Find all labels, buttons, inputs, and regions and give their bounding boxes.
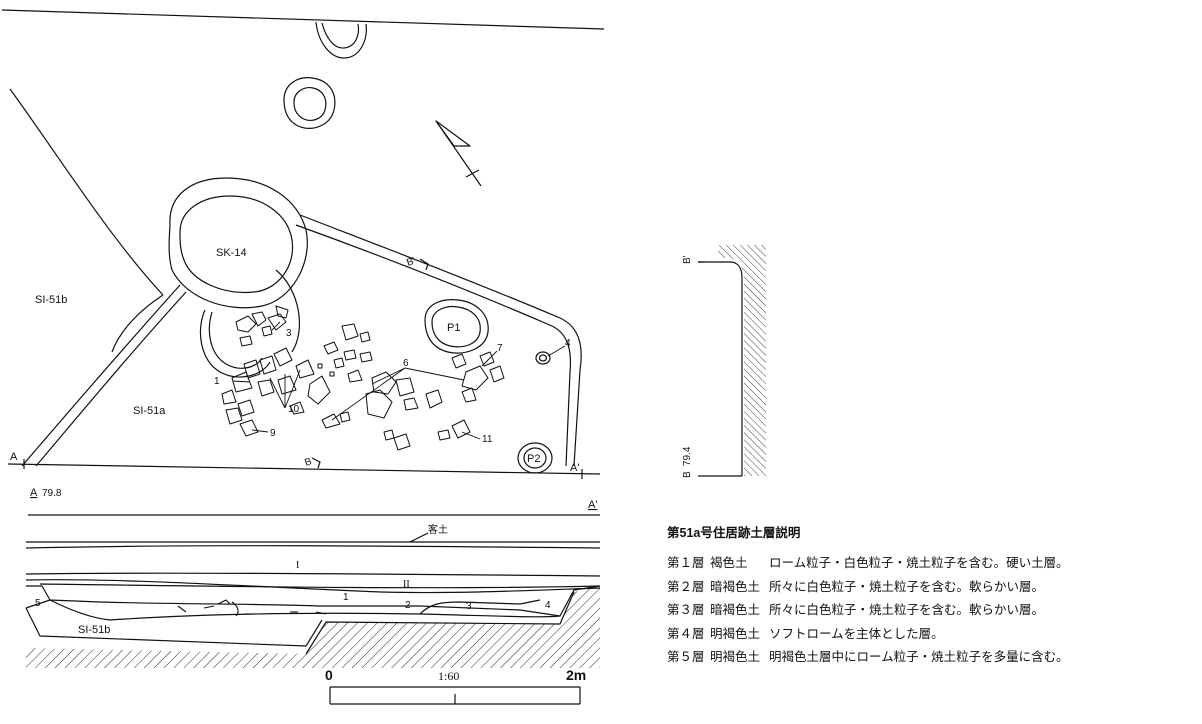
section-bb xyxy=(698,245,766,477)
label-sk14: SK-14 xyxy=(216,247,247,259)
artifact-number-9: 9 xyxy=(270,428,276,439)
pit-4-outer xyxy=(535,351,551,365)
legend-layer: 第２層 xyxy=(667,579,705,594)
legend-soil: 暗褐色土 xyxy=(710,603,761,618)
pit-p2-inner xyxy=(523,447,547,469)
pit-p2-outer xyxy=(517,442,553,474)
sk14-inner xyxy=(179,195,294,294)
legend-layer: 第３層 xyxy=(667,603,705,618)
label-a-left: A xyxy=(10,451,18,463)
artifact-number-6: 6 xyxy=(403,358,409,369)
layer-label-3: 3 xyxy=(466,601,472,612)
legend-desc: 所々に白色粒子・焼土粒子を含む。軟らかい層。 xyxy=(769,579,1045,594)
scale-labels: 0 1:60 2m xyxy=(325,667,586,683)
si51a-west-wall xyxy=(21,284,181,467)
legend-row: 第４層 明褐色土 ソフトロームを主体とした層。 xyxy=(667,621,1199,645)
artifact-number-1: 1 xyxy=(214,376,220,387)
layer-label-II: II xyxy=(403,579,410,590)
layer-label-1: 1 xyxy=(343,592,349,603)
b-tick-top xyxy=(419,258,429,271)
label-p1: P1 xyxy=(447,322,460,334)
section-b-elevation: 79.4 xyxy=(682,446,693,466)
legend-soil: 褐色土 xyxy=(710,556,748,571)
legend-layer: 第５層 xyxy=(667,650,705,665)
north-arrow-icon xyxy=(435,120,482,187)
plan-view xyxy=(1,9,605,479)
pit-p1-inner xyxy=(431,305,481,348)
section-b-top-label: B' xyxy=(682,255,693,264)
si51a-inner-wall xyxy=(295,224,572,467)
bench-outline xyxy=(199,309,271,378)
artifact-number-3: 3 xyxy=(286,328,292,339)
legend-desc: 所々に白色粒子・焼土粒子を含む。軟らかい層。 xyxy=(769,603,1045,618)
sk14-outer xyxy=(168,177,308,309)
scale-start: 0 xyxy=(325,667,333,683)
artifact-number-7: 7 xyxy=(497,343,503,354)
legend-desc: 明褐色土層中にローム粒子・焼土粒子を多量に含む。 xyxy=(769,650,1069,665)
b-tick-bottom xyxy=(311,457,321,469)
legend-desc: ソフトロームを主体とした層。 xyxy=(769,626,944,641)
legend-row: 第２層 暗褐色土 所々に白色粒子・焼土粒子を含む。軟らかい層。 xyxy=(667,574,1199,598)
section-aa xyxy=(25,514,601,668)
si51b-section-profile xyxy=(25,607,323,647)
label-a-right: A' xyxy=(570,462,579,474)
artifact-cluster xyxy=(221,305,505,451)
label-p2: P2 xyxy=(527,453,540,465)
legend-row: 第５層 明褐色土 明褐色土層中にローム粒子・焼土粒子を多量に含む。 xyxy=(667,644,1199,668)
legend-soil: 暗褐色土 xyxy=(710,579,761,594)
section-a-elevation: 79.8 xyxy=(42,488,62,499)
isolated-pit-outer xyxy=(283,77,336,129)
section-b-bottom-label: B xyxy=(682,471,693,478)
isolated-pit-inner xyxy=(293,87,327,121)
section-a-left-label: A xyxy=(30,487,38,499)
top-pit-outer xyxy=(315,21,367,59)
legend-soil: 明褐色土 xyxy=(710,626,761,641)
label-kakudo: 客土 xyxy=(428,523,448,536)
label-si51a: SI-51a xyxy=(133,405,166,417)
section-a-right-label: A' xyxy=(588,499,597,511)
pit-4-inner xyxy=(538,354,548,362)
legend-layer: 第４層 xyxy=(667,626,705,641)
label-si51b-plan: SI-51b xyxy=(35,294,67,306)
top-pit-inner xyxy=(321,22,360,49)
soil-layer-legend: 第51a号住居跡土層説明 第１層 褐色土 ローム粒子・白色粒子・焼土粒子を含む。… xyxy=(667,522,1199,668)
layer-label-5: 5 xyxy=(35,598,41,609)
legend-row: 第１層 褐色土 ローム粒子・白色粒子・焼土粒子を含む。硬い土層。 xyxy=(667,550,1199,574)
si51a-outer-wall xyxy=(299,214,582,467)
label-b-bottom: B xyxy=(303,456,313,469)
si51b-boundary-lower xyxy=(111,294,164,353)
legend-row: 第３層 暗褐色土 所々に白色粒子・焼土粒子を含む。軟らかい層。 xyxy=(667,597,1199,621)
pit-p1-outer xyxy=(424,299,489,354)
si51a-west-wall-inner xyxy=(35,291,187,467)
bench-right xyxy=(275,269,300,353)
layer-label-2: 2 xyxy=(405,600,411,611)
section-bb-hatch xyxy=(718,245,766,476)
leader-lines xyxy=(232,321,566,440)
scale-bar xyxy=(329,686,581,705)
section-line-aa xyxy=(7,463,601,475)
legend-desc: ローム粒子・白色粒子・焼土粒子を含む。硬い土層。 xyxy=(769,556,1069,571)
si51b-boundary xyxy=(9,88,164,296)
artifact-number-4: 4 xyxy=(565,338,571,349)
legend-layer: 第１層 xyxy=(667,556,705,571)
subsoil-hatch xyxy=(26,586,600,668)
layer-label-I: I xyxy=(296,560,299,571)
label-si51b-section: SI-51b xyxy=(78,624,110,636)
plan-labels: SK-14 SI-51b SI-51a P1 P2 1 3 4 6 7 9 10… xyxy=(10,247,579,474)
section-bb-labels: B' B 79.4 xyxy=(682,255,693,478)
bench-outline-inner xyxy=(208,311,263,369)
layer-label-4: 4 xyxy=(545,600,551,611)
legend-soil: 明褐色土 xyxy=(710,650,761,665)
artifact-number-10: 10 xyxy=(288,404,300,415)
section-aa-labels: A 79.8 A' 客土 I II 1 2 3 4 5 SI-51b xyxy=(30,487,597,636)
scale-ratio: 1:60 xyxy=(438,669,459,683)
legend-title: 第51a号住居跡土層説明 xyxy=(667,526,801,540)
scale-end: 2m xyxy=(566,667,586,683)
label-b-top: B' xyxy=(405,256,417,269)
trench-edge-top xyxy=(1,9,605,30)
artifact-number-11: 11 xyxy=(482,434,493,445)
